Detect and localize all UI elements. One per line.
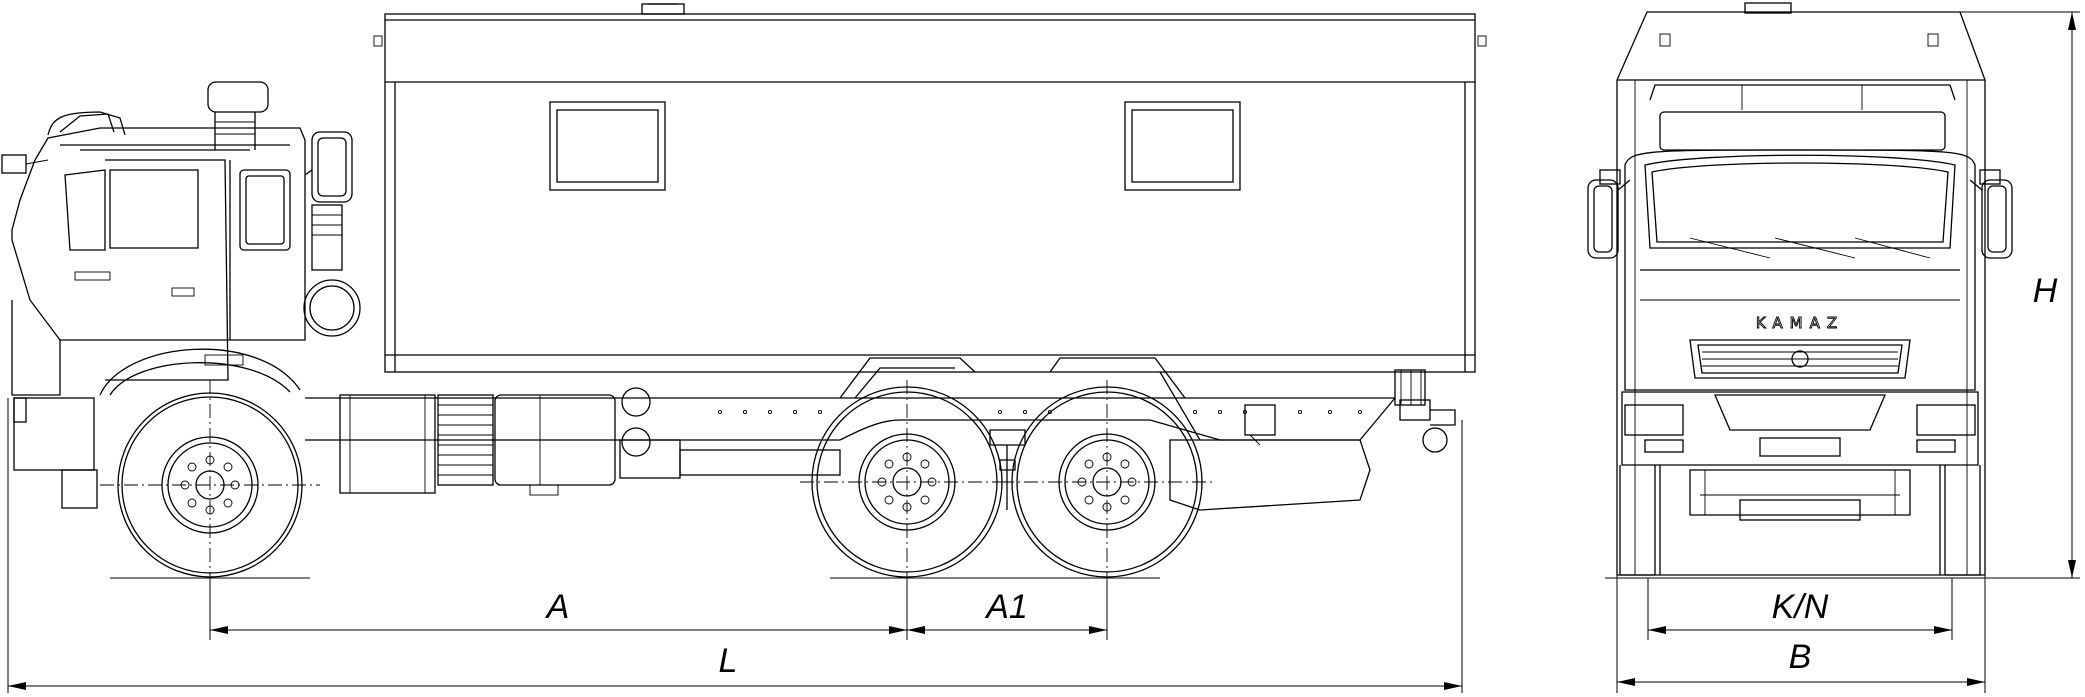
left-mirror (1587, 169, 1631, 259)
cab-window (109, 169, 199, 249)
van-body (373, 3, 1487, 373)
side-view (1, 3, 1487, 600)
left-headlight (1624, 404, 1684, 436)
front-view: KAMAZ (1587, 2, 2013, 579)
right-mirror (1969, 169, 2013, 259)
grille (1689, 339, 1911, 379)
van-window-rear (1124, 101, 1241, 191)
chassis-frame (305, 397, 1396, 441)
front-wheel (100, 380, 320, 600)
dim-label-a1: A1 (984, 588, 1028, 626)
van-window-front (549, 101, 666, 191)
dim-label-h: H (2033, 272, 2058, 310)
dim-label-b: B (1789, 638, 1812, 676)
dimensions: A A1 L K/N B H (7, 11, 2080, 693)
frame-bolts (717, 409, 1363, 415)
air-filter (437, 394, 494, 486)
rear-wheel-2 (1000, 380, 1215, 600)
dim-label-a: A (545, 588, 570, 626)
dim-label-l: L (719, 642, 738, 680)
brand-label: KAMAZ (1756, 314, 1844, 332)
cab (1, 81, 361, 509)
rear-wheel-1 (800, 380, 1015, 600)
right-headlight (1916, 404, 1976, 436)
dim-label-kn: K/N (1772, 588, 1829, 626)
